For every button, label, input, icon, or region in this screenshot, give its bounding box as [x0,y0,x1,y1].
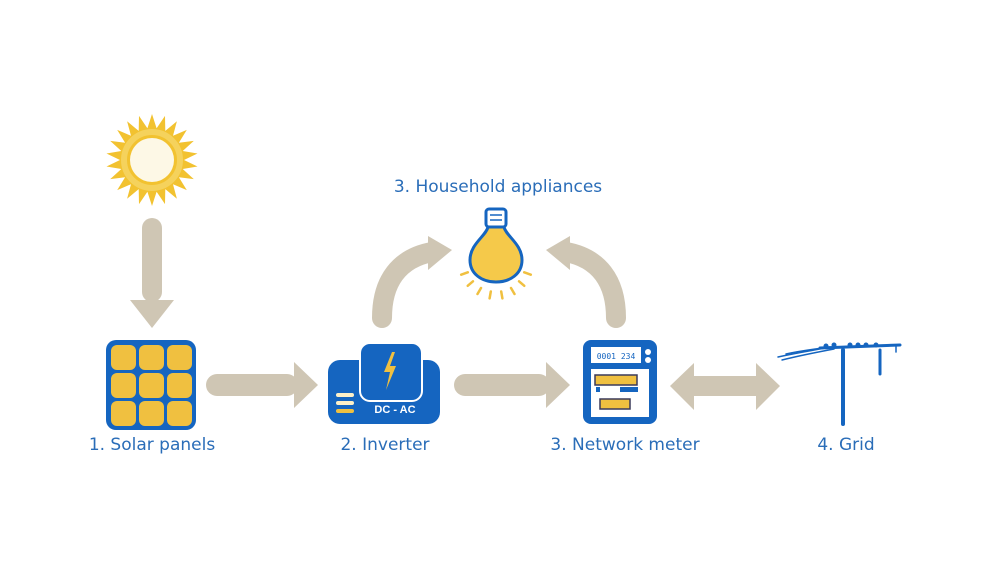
arrow-inverter-to-appliances [372,236,452,328]
solar-cell [167,373,192,398]
arrow-inverter-to-meter [454,362,570,408]
solar-cell [111,401,136,426]
light-ray [499,290,504,300]
arrow-meter-to-appliances [546,236,626,328]
meter-reading-text: 0001 234 [597,352,636,361]
solar-cell [139,401,164,426]
label-solar-panels: 1. Solar panels [88,435,216,455]
solar-cell [167,401,192,426]
inverter-icon: DC - AC [328,342,440,424]
light-ray [509,286,516,296]
solar-cell [139,345,164,370]
lightning-bolt-icon [384,352,396,390]
light-ray [522,271,533,276]
arrow-meter-grid-bidirectional [670,363,780,410]
power-pole-icon [777,342,902,426]
network-meter-icon: 0001 234 [583,340,657,424]
solar-cell [111,373,136,398]
light-bulb-icon [459,207,533,300]
light-ray [488,290,493,300]
solar-cell [167,345,192,370]
arrow-sun-to-solar [130,218,174,328]
label-inverter: 2. Inverter [340,435,430,455]
light-ray [459,271,470,276]
label-network-meter: 3. Network meter [550,435,700,455]
sun-icon [106,114,198,206]
solar-cell [139,373,164,398]
solar-panel-icon [106,340,196,430]
solar-cell [111,345,136,370]
label-household-appliances: 3. Household appliances [393,177,603,197]
light-ray [466,280,475,288]
light-ray [476,286,483,296]
inverter-dc-ac-text: DC - AC [374,404,415,416]
arrow-solar-to-inverter [206,362,318,408]
light-ray [517,280,526,288]
label-grid: 4. Grid [817,435,875,455]
